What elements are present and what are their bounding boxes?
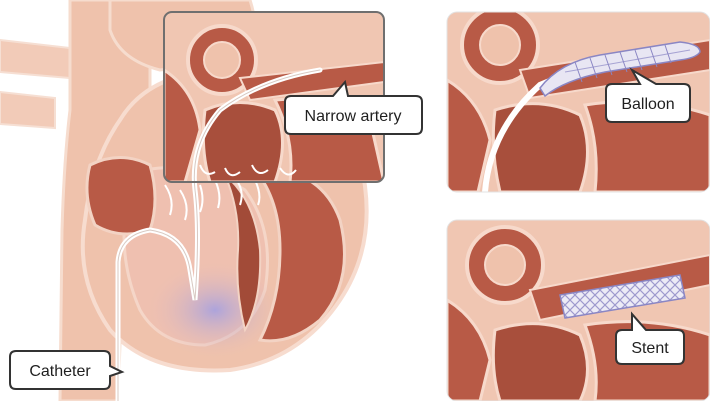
- left-vessel-upper: [0, 40, 70, 78]
- stent-panel: [447, 220, 710, 401]
- catheter-label: Catheter: [29, 363, 91, 380]
- ventricle-blue-glow: [145, 260, 285, 360]
- narrow-artery-label: Narrow artery: [305, 108, 402, 125]
- stent-label: Stent: [631, 340, 669, 357]
- left-vessel-lower: [0, 92, 55, 128]
- catheter-callout: Catheter: [10, 351, 122, 389]
- balloon-label: Balloon: [621, 96, 674, 113]
- atrium-left: [87, 158, 155, 235]
